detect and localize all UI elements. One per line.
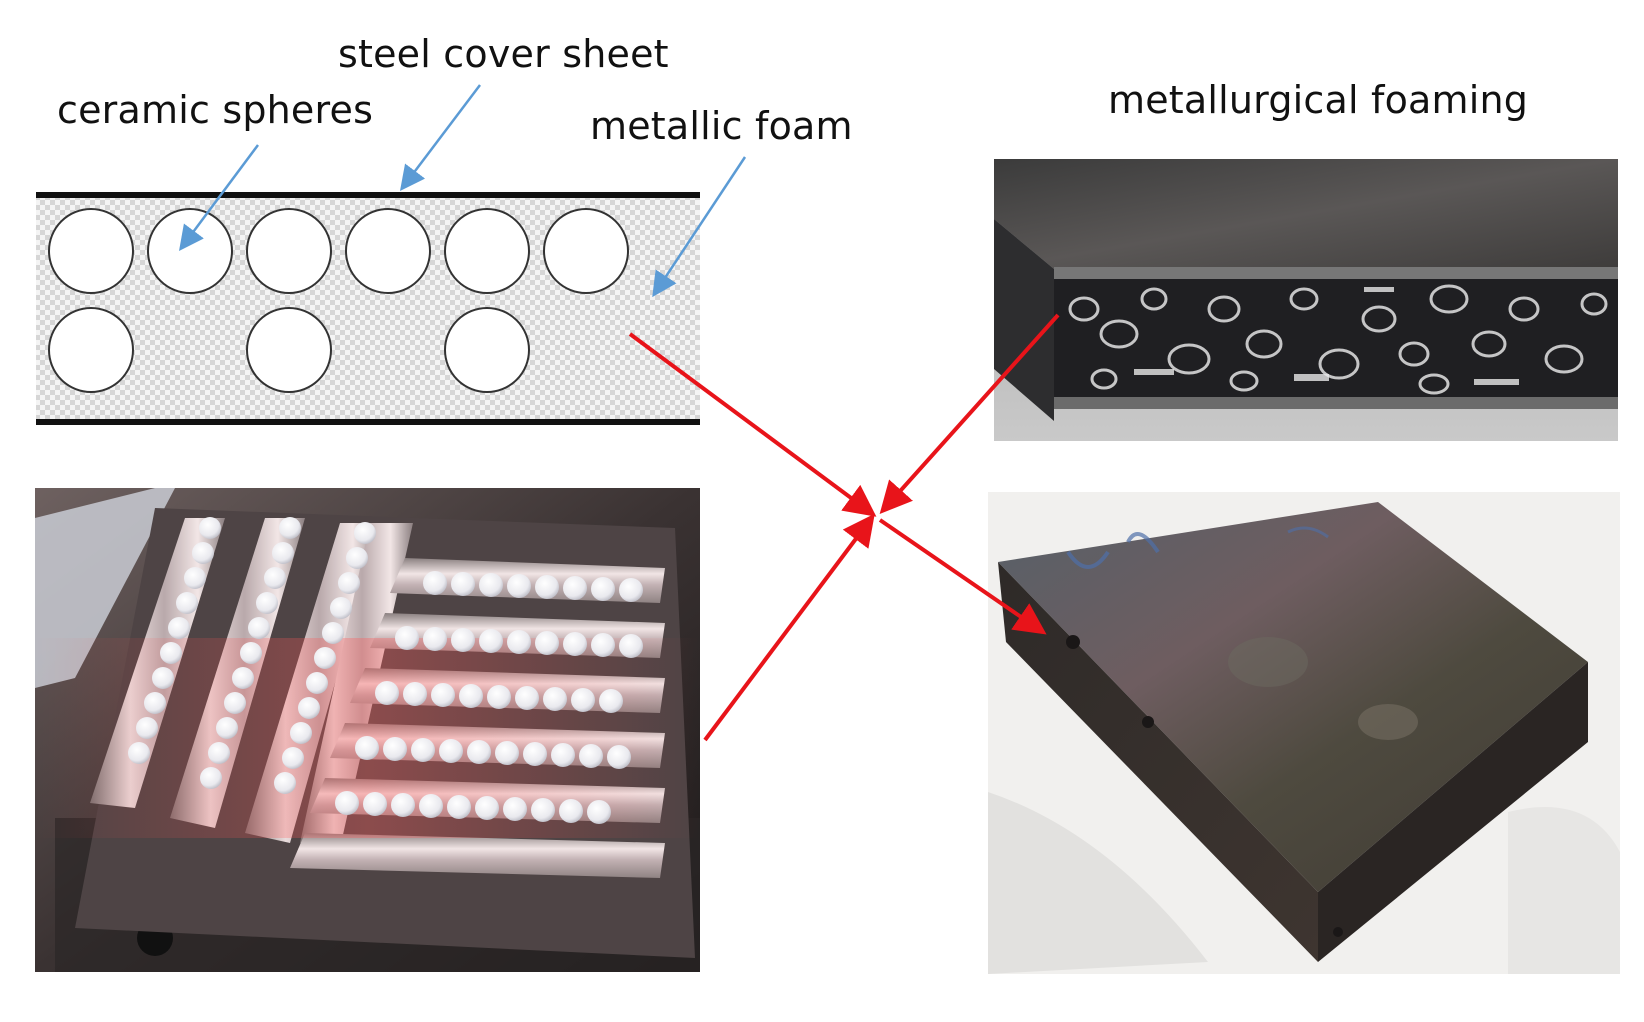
label-steel-cover-sheet: steel cover sheet: [338, 32, 669, 76]
photo-foam-cross-section: [994, 159, 1618, 441]
ceramic-sphere: [444, 307, 530, 393]
arrow-steel-cover-sheet: [399, 84, 481, 191]
label-ceramic-spheres: ceramic spheres: [57, 88, 374, 132]
arrow-red-foam: [879, 313, 1060, 514]
photo-finished-panel: [988, 492, 1620, 974]
arrow-red-panel: [878, 518, 1047, 635]
arrow-ceramic-spheres: [179, 144, 260, 252]
arrow-red-schematic: [628, 332, 877, 517]
photo-sphere-mold: [35, 488, 700, 972]
ceramic-sphere: [48, 307, 134, 393]
ceramic-sphere: [543, 208, 629, 294]
ceramic-sphere: [345, 208, 431, 294]
label-metallurgical-foaming: metallurgical foaming: [1108, 78, 1529, 122]
label-metallic-foam: metallic foam: [590, 104, 853, 148]
ceramic-sphere: [48, 208, 134, 294]
ceramic-sphere: [246, 208, 332, 294]
ceramic-sphere: [246, 307, 332, 393]
sandwich-schematic: [36, 192, 700, 425]
arrow-metallic-foam: [652, 156, 747, 298]
arrow-red-mold: [703, 513, 875, 742]
ceramic-sphere: [444, 208, 530, 294]
